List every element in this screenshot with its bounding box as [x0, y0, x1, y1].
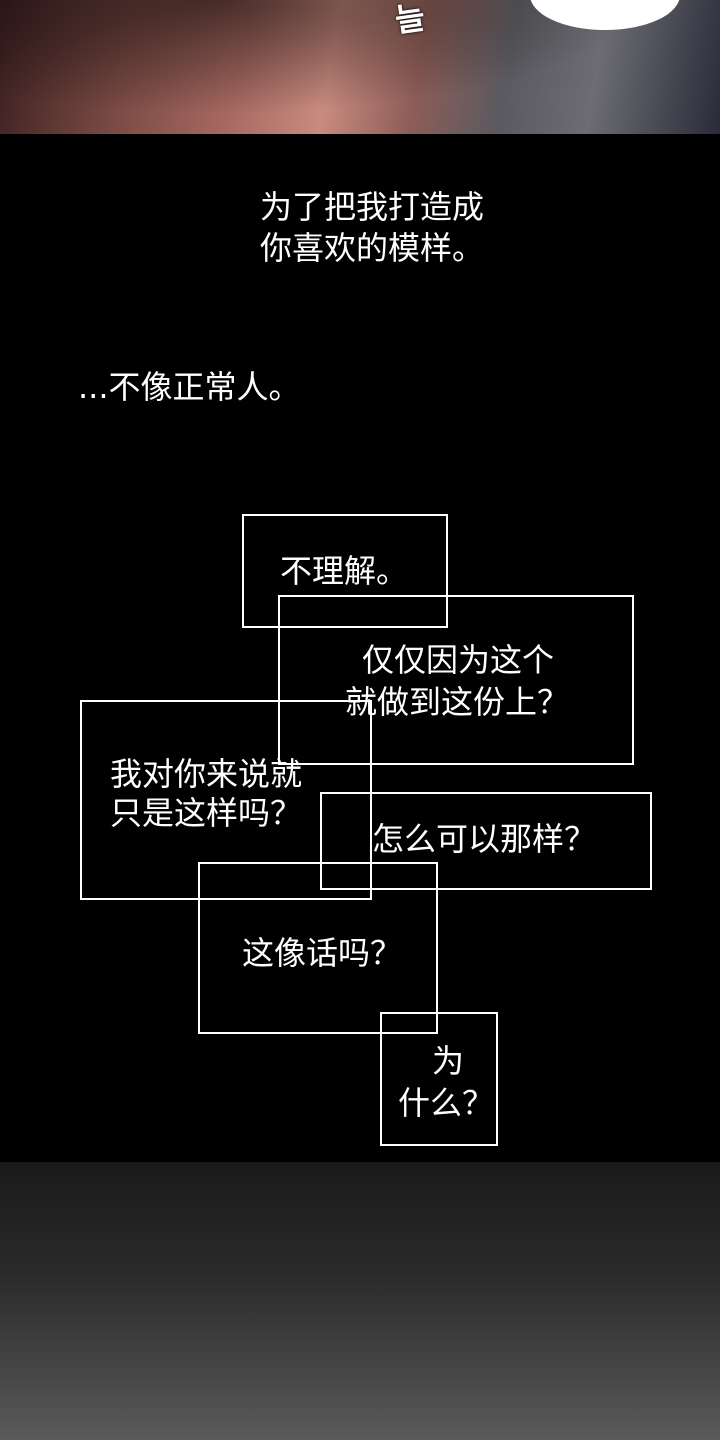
narration-line-2: 你喜欢的模样。: [260, 229, 485, 267]
caption-text-1: 不理解。: [280, 552, 409, 590]
caption-box-4: [320, 792, 652, 890]
caption-box-1: [242, 514, 448, 628]
caption-text-2b: 就做到这份上？: [345, 683, 570, 721]
top-artwork-panel: 늘: [0, 0, 720, 134]
bottom-gradient-panel: [0, 1162, 720, 1440]
caption-text-6b: 什么？: [398, 1084, 495, 1122]
caption-box-2: [278, 595, 634, 765]
caption-box-6: [380, 1012, 498, 1146]
narration-line-3: ...不像正常人。: [78, 368, 301, 406]
caption-text-3a: 我对你来说就: [110, 755, 303, 793]
caption-box-5: [198, 862, 438, 1034]
caption-box-3: [80, 700, 372, 900]
narration-line-1: 为了把我打造成: [260, 188, 485, 226]
caption-text-6a: 为: [432, 1042, 465, 1080]
caption-text-2a: 仅仅因为这个: [362, 641, 555, 679]
caption-text-4: 怎么可以那样？: [372, 820, 597, 858]
caption-text-5: 这像话吗？: [242, 934, 403, 972]
sound-effect: 늘: [392, 0, 428, 40]
caption-text-3b: 只是这样吗？: [110, 794, 303, 832]
